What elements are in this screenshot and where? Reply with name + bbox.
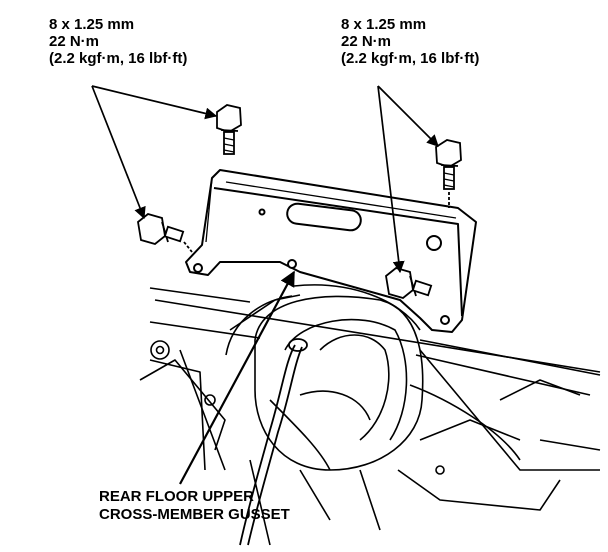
bolt-top-left xyxy=(216,104,242,155)
bolt-size-right: 8 x 1.25 mm xyxy=(341,16,427,33)
torque-spec-right: 8 x 1.25 mm 22 N·m (2.2 kgf·m, 16 lbf·ft… xyxy=(341,16,479,67)
torque-alt-left: (2.2 kgf·m, 16 lbf·ft) xyxy=(49,50,188,67)
dome-panel xyxy=(254,295,424,471)
leader-arrows xyxy=(91,85,439,485)
torque-nm-right: 22 N·m xyxy=(341,33,392,50)
cable xyxy=(239,338,308,546)
torque-alt-right: (2.2 kgf·m, 16 lbf·ft) xyxy=(341,50,480,67)
cross-member-gusset xyxy=(185,169,477,333)
part-label-line1: REAR FLOOR UPPER xyxy=(99,488,255,505)
bolt-size-left: 8 x 1.25 mm xyxy=(49,16,135,33)
torque-spec-left: 8 x 1.25 mm 22 N·m (2.2 kgf·m, 16 lbf·ft… xyxy=(49,16,187,67)
body-floor xyxy=(139,287,601,546)
bolt-top-right xyxy=(435,139,462,208)
part-label-line2: CROSS-MEMBER GUSSET xyxy=(99,506,290,523)
part-label: REAR FLOOR UPPER CROSS-MEMBER GUSSET xyxy=(99,488,290,524)
torque-nm-left: 22 N·m xyxy=(49,33,100,50)
bolt-side-left xyxy=(137,213,193,253)
